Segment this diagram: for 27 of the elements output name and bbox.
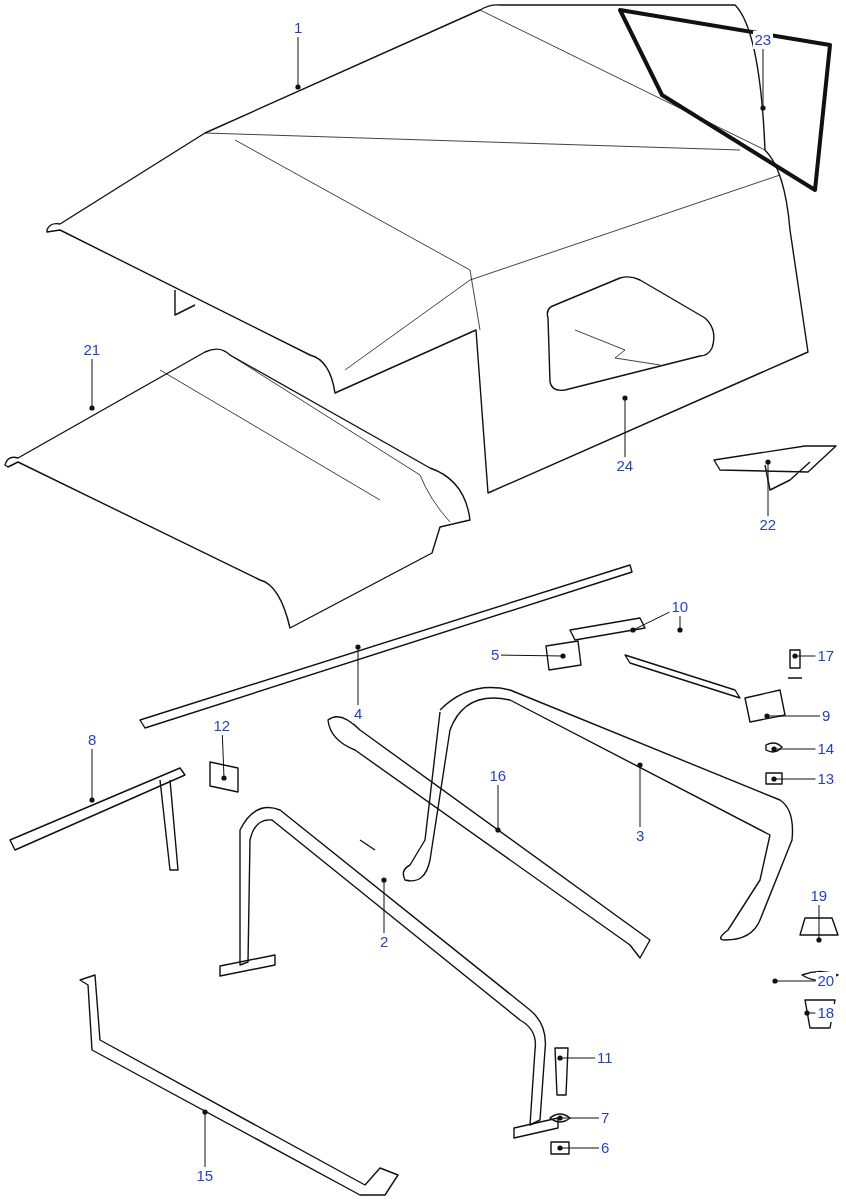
leader-line bbox=[557, 1145, 600, 1151]
leader-line bbox=[771, 746, 816, 752]
leader-line bbox=[202, 1109, 208, 1168]
leader-line bbox=[637, 762, 643, 828]
leader-line bbox=[495, 784, 501, 833]
leader-line bbox=[804, 1010, 816, 1016]
leader-line bbox=[764, 713, 821, 719]
leader-line bbox=[89, 358, 95, 411]
leader-line bbox=[765, 459, 771, 517]
leader-line bbox=[500, 653, 566, 659]
leader-line bbox=[557, 1115, 600, 1121]
leader-line bbox=[89, 748, 95, 803]
leader-line bbox=[792, 653, 816, 659]
leader-line bbox=[677, 615, 683, 633]
leader-line bbox=[355, 644, 361, 706]
callout-number: 23 bbox=[752, 31, 774, 49]
leader-line bbox=[816, 904, 822, 943]
leader-line bbox=[760, 48, 766, 111]
leader-line bbox=[772, 978, 816, 984]
leader-line bbox=[771, 776, 816, 782]
leader-line bbox=[295, 36, 301, 90]
leader-line bbox=[221, 734, 227, 781]
leader-line bbox=[381, 877, 387, 934]
callout-number: 18 bbox=[815, 1004, 837, 1022]
leader-line bbox=[630, 611, 670, 633]
leader-line bbox=[622, 395, 628, 458]
leader-line bbox=[557, 1055, 596, 1061]
